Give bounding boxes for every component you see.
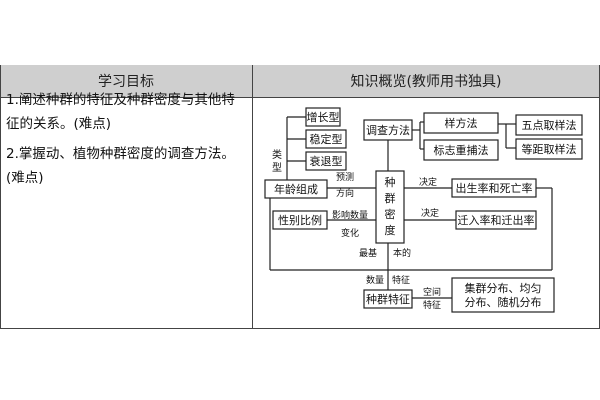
age-structure-box: [264, 179, 328, 199]
table-bottom-border: [0, 328, 600, 329]
stable-type-box: [305, 129, 347, 149]
header-knowledge-overview: 知识概览(教师用书独具): [252, 65, 600, 97]
stable-type-label: 稳定型: [310, 132, 343, 146]
survey-method-box: [363, 119, 413, 141]
learning-goal-2: 2.掌握动、植物种群密度的调查方法。(难点): [6, 146, 235, 186]
age-structure-label: 年龄组成: [274, 182, 318, 196]
migration-rate-box: [455, 210, 537, 230]
sex-ratio-label: 性别比例: [278, 213, 322, 227]
growth-type-label: 增长型: [307, 110, 340, 124]
population-density-box: [375, 170, 405, 244]
population-feature-label: 种群特征: [366, 292, 410, 306]
decide-label-2: 决定: [421, 207, 439, 219]
density-char-3: 密: [385, 207, 396, 221]
population-feature-box: [363, 289, 413, 309]
distribution-line-2: 分布、随机分布: [465, 295, 542, 309]
predict-label-1: 预测: [336, 172, 354, 183]
migration-label: 迁入率和迁出率: [458, 213, 535, 227]
type-label-2: 型: [272, 161, 282, 174]
birth-death-rate-box: [451, 178, 537, 198]
distribution-box: [451, 277, 555, 313]
decide-label-1: 决定: [419, 176, 437, 188]
decline-type-box: [305, 151, 347, 171]
survey-method-label: 调查方法: [366, 123, 410, 137]
population-concept-map: 增长型 稳定型 衰退型 类 型 年龄组成 预测 方向 调查方法 样方法 标志重捕…: [264, 107, 583, 313]
most-basic-label: 最基: [359, 247, 377, 259]
predict-label-2: 方向: [336, 187, 354, 199]
column-divider: [252, 65, 253, 329]
learning-goal-1: 1.阐述种群的特征及种群密度与其他特征的关系。(难点): [6, 92, 235, 132]
type-label-1: 类: [272, 148, 282, 161]
header-divider: [0, 97, 600, 98]
feature-label: 特征: [392, 274, 410, 286]
connector-lines: [269, 116, 553, 299]
sex-ratio-box: [272, 210, 328, 230]
basic-of-label: 本的: [393, 247, 411, 259]
learning-goals-list: 1.阐述种群的特征及种群密度与其他特征的关系。(难点) 2.掌握动、植物种群密度…: [6, 88, 246, 196]
spatial-label-2: 特征: [423, 299, 441, 311]
five-point-box: [515, 114, 583, 136]
density-char-2: 群: [385, 191, 396, 205]
mark-recapture-label: 标志重捕法: [434, 143, 489, 157]
equidistant-label: 等距取样法: [522, 142, 577, 156]
sample-method-box: [423, 112, 499, 134]
five-point-label: 五点取样法: [522, 118, 577, 132]
affect-label-2: 变化: [341, 227, 359, 239]
equidistant-box: [515, 138, 583, 160]
density-char-4: 度: [385, 223, 396, 237]
birth-death-label: 出生率和死亡率: [456, 181, 533, 195]
header-learning-goals: 学习目标: [0, 65, 252, 97]
quantity-label: 数量: [366, 274, 384, 286]
spatial-label-1: 空间: [423, 286, 441, 298]
table-left-border: [0, 65, 1, 329]
distribution-line-1: 集群分布、均匀: [465, 281, 542, 295]
affect-label-1: 影响数量: [332, 209, 368, 221]
density-char-1: 种: [385, 175, 396, 189]
sample-method-label: 样方法: [445, 116, 478, 130]
decline-type-label: 衰退型: [310, 154, 343, 168]
mark-recapture-box: [423, 139, 499, 161]
growth-type-box: [305, 107, 341, 127]
